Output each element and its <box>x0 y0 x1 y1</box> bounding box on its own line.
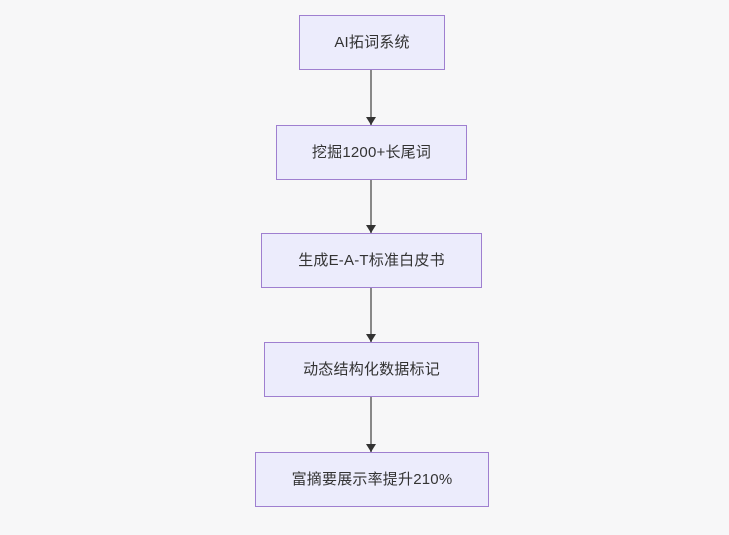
edge-line <box>370 70 372 125</box>
flow-node-label: 生成E-A-T标准白皮书 <box>298 252 445 269</box>
flow-node-label: 动态结构化数据标记 <box>303 361 440 378</box>
arrowhead-icon <box>366 334 376 342</box>
flow-node-mine-longtail-keywords[interactable]: 挖掘1200+长尾词 <box>276 125 467 180</box>
arrowhead-icon <box>366 225 376 233</box>
flow-node-ai-keyword-system[interactable]: AI拓词系统 <box>299 15 445 70</box>
arrowhead-icon <box>366 117 376 125</box>
flow-node-rich-snippet-impression-lift[interactable]: 富摘要展示率提升210% <box>255 452 489 507</box>
flow-node-label: AI拓词系统 <box>334 34 410 51</box>
edge-line <box>370 180 372 233</box>
edge-line <box>370 397 372 452</box>
flow-node-label: 富摘要展示率提升210% <box>291 471 453 488</box>
flow-node-generate-eat-whitepaper[interactable]: 生成E-A-T标准白皮书 <box>261 233 482 288</box>
flow-node-dynamic-structured-data-markup[interactable]: 动态结构化数据标记 <box>264 342 479 397</box>
edge-line <box>370 288 372 342</box>
arrowhead-icon <box>366 444 376 452</box>
flow-node-label: 挖掘1200+长尾词 <box>311 144 432 161</box>
